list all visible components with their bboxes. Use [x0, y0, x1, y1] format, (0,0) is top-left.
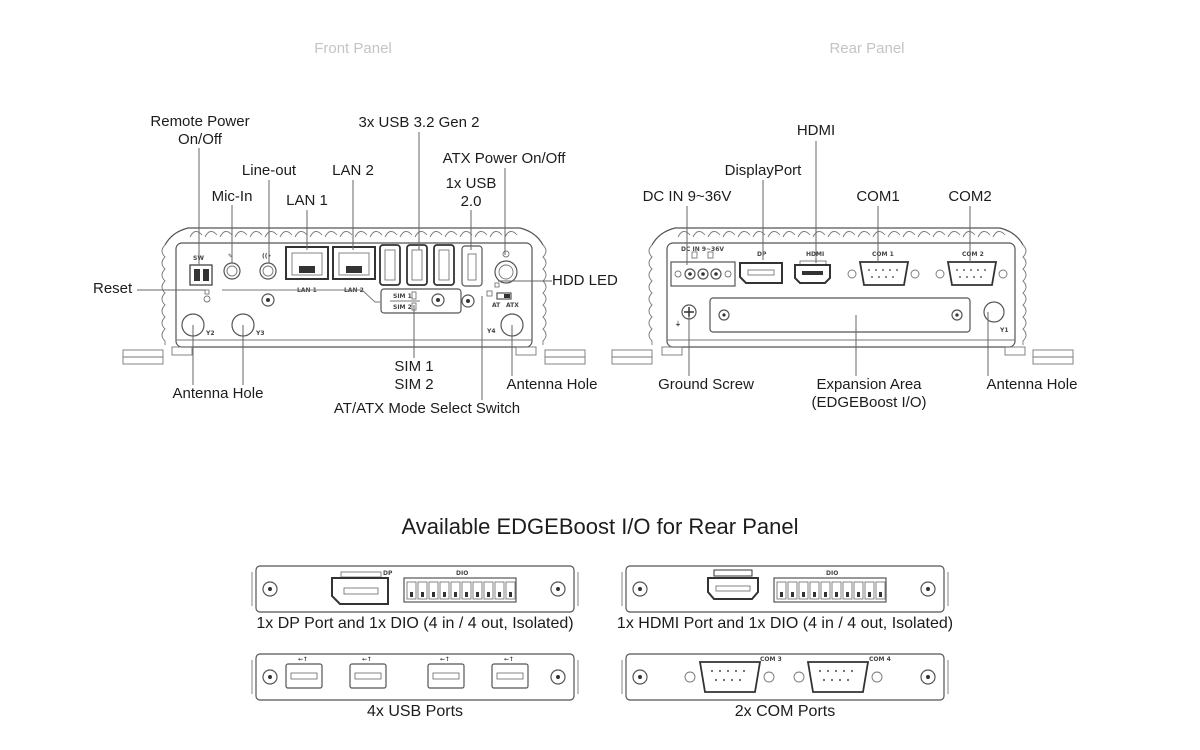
at-atx-switch: AT ATX [486, 282, 519, 309]
label-sim: SIM 1 SIM 2 [384, 358, 444, 394]
edgeboost-title: Available EDGEBoost I/O for Rear Panel [401, 514, 799, 539]
dp-silk: DP [383, 570, 393, 577]
svg-text:SIM 2: SIM 2 [393, 304, 412, 311]
label-remote-power-line2: On/Off [178, 131, 222, 148]
label-antenna-left: Antenna Hole [172, 385, 264, 402]
hdmi-port: HDMI [794, 251, 831, 284]
label-line-out: Line-out [241, 162, 297, 179]
line-out-jack: ((• [259, 253, 277, 280]
label-atx-power: ATX Power On/Off [442, 150, 566, 167]
dc-in-connector: DC IN 9~36V [670, 246, 736, 287]
svg-text:HDMI: HDMI [806, 251, 824, 258]
com4-silk: COM 4 [869, 656, 891, 663]
label-hdd-led: HDD LED [552, 272, 618, 289]
label-mic-in: Mic-In [211, 188, 253, 205]
svg-text:⏚: ⏚ [675, 321, 681, 328]
svg-text:DC IN 9~36V: DC IN 9~36V [681, 246, 724, 253]
svg-text:Y3: Y3 [255, 330, 265, 337]
label-expansion-line2: (EDGEBoost I/O) [811, 394, 927, 411]
caption-module-dp-dio: 1x DP Port and 1x DIO (4 in / 4 out, Iso… [256, 615, 574, 632]
rear-panel-title: Rear Panel [829, 40, 905, 57]
label-dc-in: DC IN 9~36V [642, 188, 732, 205]
com2-port: COM 2 [935, 251, 1008, 286]
svg-text:Y4: Y4 [486, 328, 496, 335]
sim-tray: SIM 1 SIM 2 [380, 288, 462, 314]
front-screws [261, 293, 475, 308]
svg-text:LAN 1: LAN 1 [297, 287, 317, 294]
svg-text:COM 2: COM 2 [962, 251, 984, 258]
remote-power-connector: SW [189, 255, 213, 303]
label-expansion: Expansion Area (EDGEBoost I/O) [794, 376, 944, 412]
svg-text:⭠↑: ⭠↑ [362, 656, 372, 663]
label-expansion-line1: Expansion Area [816, 376, 922, 393]
svg-text:ATX: ATX [506, 302, 519, 309]
label-com2: COM2 [948, 188, 992, 205]
rear-antenna-hole: Y1 [983, 301, 1009, 334]
label-reset: Reset [93, 280, 133, 297]
module-usb-drawing: ⭠↑ ⭠↑ ⭠↑ ⭠↑ [251, 653, 579, 701]
svg-text:DP: DP [757, 251, 767, 258]
label-remote-power-line1: Remote Power [150, 113, 250, 130]
module-dp-dio-drawing: DP DIO [251, 565, 579, 613]
svg-text:Y1: Y1 [999, 327, 1009, 334]
label-antenna-rear: Antenna Hole [986, 376, 1078, 393]
label-sim1: SIM 1 [394, 358, 434, 375]
label-hdmi: HDMI [796, 122, 836, 139]
svg-text:⭠↑: ⭠↑ [440, 656, 450, 663]
caption-module-usb: 4x USB Ports [366, 703, 464, 720]
lan1-port: LAN 1 [285, 246, 329, 294]
label-ground-screw: Ground Screw [658, 376, 754, 393]
label-usb20: 1x USB 2.0 [436, 175, 506, 211]
com3-silk: COM 3 [760, 656, 782, 663]
svg-text:SIM 1: SIM 1 [393, 293, 412, 300]
caption-module-hdmi-dio: 1x HDMI Port and 1x DIO (4 in / 4 out, I… [616, 615, 954, 632]
svg-text:⭠↑: ⭠↑ [298, 656, 308, 663]
svg-text:COM 1: COM 1 [872, 251, 894, 258]
front-chassis [122, 227, 586, 365]
label-antenna-right: Antenna Hole [506, 376, 598, 393]
label-com1: COM1 [856, 188, 900, 205]
label-sim2: SIM 2 [394, 376, 434, 393]
ground-screw: ⏚ [675, 304, 697, 328]
dio-silk: DIO [826, 570, 838, 577]
svg-text:✎: ✎ [228, 253, 233, 260]
svg-text:Y2: Y2 [205, 330, 215, 337]
label-usb20-line2: 2.0 [460, 193, 482, 210]
label-usb32: 3x USB 3.2 Gen 2 [358, 114, 480, 131]
label-usb20-line1: 1x USB [445, 175, 497, 192]
svg-text:LAN 2: LAN 2 [344, 287, 364, 294]
displayport-port: DP [739, 251, 783, 284]
front-antenna-holes: Y2 Y3 Y4 [181, 313, 524, 337]
module-com-drawing: COM 3 COM 4 [621, 653, 949, 701]
svg-text:⭠↑: ⭠↑ [504, 656, 514, 663]
label-lan1: LAN 1 [286, 192, 328, 209]
label-displayport: DisplayPort [724, 162, 802, 179]
dio-silk: DIO [456, 570, 468, 577]
rear-chassis [611, 227, 1074, 365]
front-leader-lines [137, 132, 552, 400]
label-at-atx-switch: AT/ATX Mode Select Switch [333, 400, 521, 417]
label-remote-power: Remote Power On/Off [140, 113, 260, 149]
usb32-ports [379, 244, 455, 286]
svg-text:AT: AT [492, 302, 501, 309]
expansion-plate [709, 297, 971, 333]
label-lan2: LAN 2 [332, 162, 374, 179]
caption-module-com: 2x COM Ports [734, 703, 836, 720]
rear-leader-lines [686, 141, 989, 376]
module-hdmi-dio-drawing: DIO [621, 565, 949, 613]
front-panel-title: Front Panel [314, 40, 392, 57]
com1-port: COM 1 [847, 251, 920, 286]
lan2-port: LAN 2 [332, 246, 376, 294]
usb20-port [461, 245, 483, 287]
atx-power-button [494, 250, 518, 284]
svg-text:((•: ((• [262, 253, 271, 260]
